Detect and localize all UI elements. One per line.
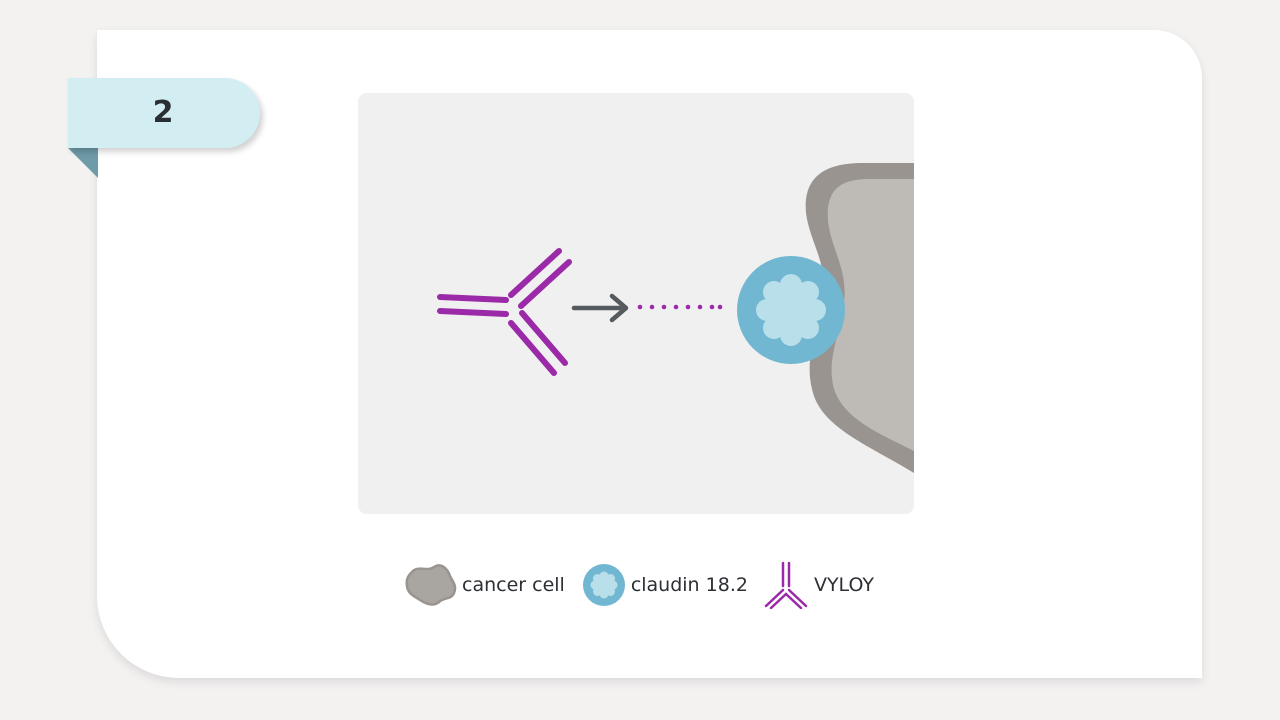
legend-item-vyloy: VYLOY	[764, 561, 874, 609]
antibody-icon	[764, 561, 808, 609]
legend-label: VYLOY	[813, 574, 874, 596]
arrow-icon	[571, 293, 629, 323]
legend-label: cancer cell	[462, 574, 565, 596]
binding-path-dots	[637, 304, 723, 310]
legend-label: claudin 18.2	[630, 574, 748, 596]
legend: cancer cell claudin 18.2	[404, 560, 874, 610]
mechanism-diagram	[358, 93, 914, 514]
claudin-protein	[737, 256, 845, 364]
step-badge: 2	[68, 78, 260, 148]
legend-item-cancer-cell: cancer cell	[404, 562, 565, 608]
claudin-icon	[582, 564, 625, 606]
step-number: 2	[152, 95, 174, 130]
tab-fold	[68, 148, 98, 178]
legend-item-claudin: claudin 18.2	[581, 562, 748, 608]
antibody-icon	[437, 248, 572, 376]
cancer-cell-shape	[805, 163, 914, 473]
cancer-cell-icon	[405, 564, 457, 606]
